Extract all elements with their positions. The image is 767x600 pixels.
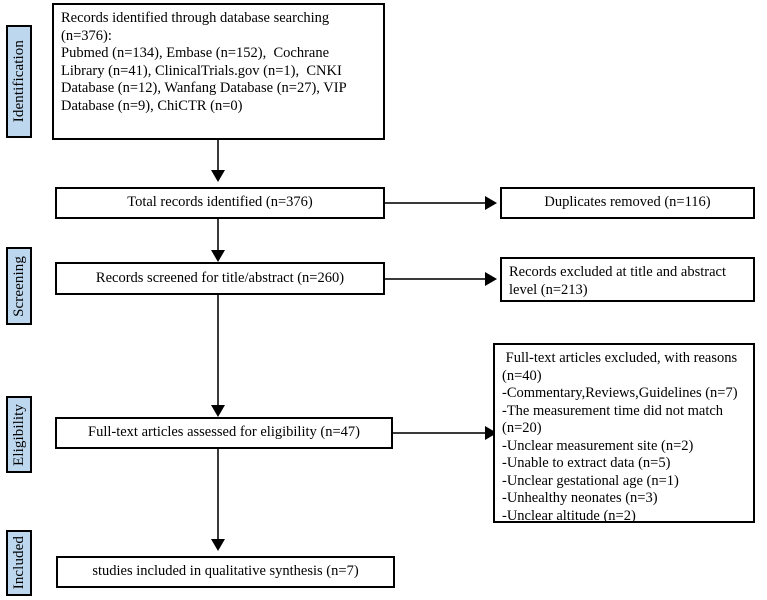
stage-label-eligibility-text: Eligibility: [10, 403, 27, 466]
box-records-identified-line-4: Library (n=41), ClinicalTrials.gov (n=1)…: [61, 62, 342, 79]
arrow-screened-to-excluded: [485, 272, 497, 286]
box-studies-included: studies included in qualitative synthesi…: [56, 556, 395, 588]
stage-label-included: Included: [6, 530, 32, 596]
arrow-identified-to-total: [211, 170, 225, 182]
arrow-screened-to-fulltext: [211, 405, 225, 417]
box-total-records-text: Total records identified (n=376): [127, 194, 313, 211]
stage-label-screening-text: Screening: [10, 255, 27, 317]
stage-label-screening: Screening: [6, 247, 32, 325]
box-fulltext-excluded-line-6: -Unclear measurement site (n=2): [502, 437, 694, 454]
arrow-total-to-duplicates: [485, 196, 497, 210]
arrow-total-to-screened: [211, 250, 225, 262]
connector-screened-to-excluded: [385, 278, 485, 280]
box-records-excluded-screening-line-1: Records excluded at title and abstract: [509, 264, 727, 280]
box-fulltext-excluded-line-4: -The measurement time did not match: [502, 402, 724, 419]
connector-total-to-duplicates: [385, 202, 485, 204]
box-fulltext-excluded-line-5: (n=20): [502, 420, 542, 436]
connector-total-to-screened: [217, 219, 219, 252]
box-fulltext-excluded-line-2: (n=40): [502, 367, 542, 384]
box-fulltext-assessed: Full-text articles assessed for eligibil…: [55, 417, 393, 449]
box-records-identified: Records identified through database sear…: [52, 3, 385, 140]
connector-screened-to-fulltext: [217, 295, 219, 408]
box-total-records: Total records identified (n=376): [55, 187, 385, 219]
connector-fulltext-to-excluded: [393, 432, 485, 434]
box-fulltext-excluded-line-9: -Unhealthy neonates (n=3): [502, 490, 658, 506]
box-records-identified-line-2: (n=376):: [61, 27, 112, 44]
box-records-excluded-screening: Records excluded at title and abstract l…: [500, 257, 755, 302]
box-studies-included-text: studies included in qualitative synthesi…: [92, 563, 359, 580]
box-records-identified-line-1: Records identified through database sear…: [61, 10, 330, 26]
stage-label-eligibility: Eligibility: [6, 396, 32, 473]
box-records-screened: Records screened for title/abstract (n=2…: [55, 262, 385, 295]
box-fulltext-excluded-line-10: -Unclear altitude (n=2): [502, 507, 636, 524]
box-records-identified-line-6: Database (n=9), ChiCTR (n=0): [61, 97, 243, 114]
box-records-screened-text: Records screened for title/abstract (n=2…: [95, 269, 345, 286]
box-duplicates-removed-text: Duplicates removed (n=116): [544, 194, 711, 211]
stage-label-included-text: Included: [10, 536, 27, 590]
box-fulltext-excluded-line-7: -Unable to extract data (n=5): [502, 455, 671, 471]
box-fulltext-excluded-line-1: Full-text articles excluded, with reason…: [502, 350, 738, 366]
box-fulltext-excluded-reasons: Full-text articles excluded, with reason…: [493, 343, 755, 524]
box-fulltext-excluded-line-8: -Unclear gestational age (n=1): [502, 472, 679, 489]
stage-label-identification-text: Identification: [10, 40, 27, 123]
connector-fulltext-to-included: [217, 449, 219, 542]
stage-label-identification: Identification: [6, 25, 32, 138]
box-fulltext-assessed-text: Full-text articles assessed for eligibil…: [88, 424, 360, 441]
box-fulltext-excluded-line-3: -Commentary,Reviews,Guidelines (n=7): [502, 385, 738, 401]
connector-identified-to-total: [217, 140, 219, 173]
box-records-identified-line-5: Database (n=12), Wanfang Database (n=27)…: [61, 80, 347, 96]
box-records-identified-line-3: Pubmed (n=134), Embase (n=152), Cochrane: [61, 45, 330, 61]
box-records-excluded-screening-line-2: level (n=213): [509, 281, 588, 298]
box-duplicates-removed: Duplicates removed (n=116): [500, 187, 755, 219]
arrow-fulltext-to-included: [211, 539, 225, 551]
